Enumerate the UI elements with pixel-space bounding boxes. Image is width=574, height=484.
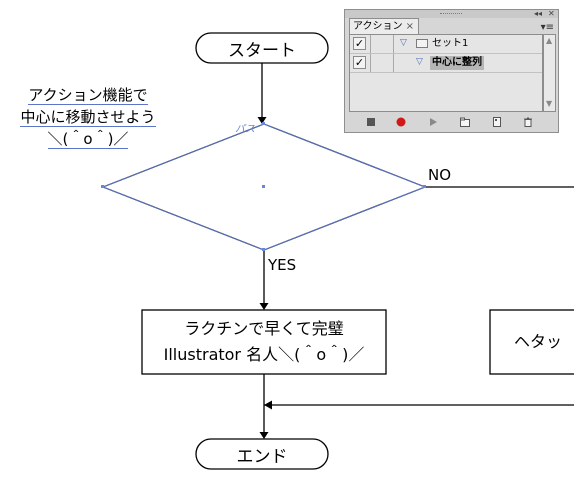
close-panel-icon[interactable]: ✕ xyxy=(548,9,555,18)
start-terminal-label: スタート xyxy=(228,41,296,61)
folder-icon xyxy=(416,39,428,48)
list-item-set[interactable]: ✓ ▽ セット1 xyxy=(350,35,542,54)
arrowhead-process xyxy=(259,303,269,310)
end-terminal-shape[interactable] xyxy=(195,438,329,470)
column-divider xyxy=(393,54,394,72)
column-divider xyxy=(370,35,371,53)
arrowhead-decision xyxy=(257,117,267,124)
yes-branch-label: YES xyxy=(268,256,297,274)
process-left-line1: ラクチンで早くて完璧 xyxy=(184,319,344,338)
column-divider xyxy=(393,35,394,53)
stop-icon[interactable] xyxy=(365,116,377,128)
action-label: 中心に整列 xyxy=(430,56,484,70)
scroll-up-icon[interactable]: ▲ xyxy=(546,36,553,45)
panel-titlebar[interactable]: ◂◂ ✕ xyxy=(345,10,558,18)
process-left-line2: Illustrator 名人＼(＾o＾)／ xyxy=(163,345,365,364)
process-right-text: ヘタッ xyxy=(514,332,563,351)
list-item-action[interactable]: ✓ ▽ 中心に整列 xyxy=(350,54,542,73)
process-box-right[interactable] xyxy=(489,309,574,375)
collapse-icon[interactable]: ◂◂ xyxy=(534,9,543,18)
anchor-point-top[interactable] xyxy=(262,122,265,125)
caption-line1: アクション機能で xyxy=(28,86,148,105)
record-icon[interactable] xyxy=(395,116,407,128)
arrowhead-end xyxy=(259,432,269,439)
arrowhead-merge xyxy=(264,400,272,410)
center-point[interactable] xyxy=(262,185,265,188)
actions-list: ✓ ▽ セット1 ✓ ▽ 中心に整列 xyxy=(349,34,543,112)
anchor-point-left[interactable] xyxy=(101,185,104,188)
new-action-icon[interactable] xyxy=(491,116,503,128)
tab-actions-label: アクション xyxy=(353,21,403,32)
scroll-down-icon[interactable]: ▼ xyxy=(546,99,553,108)
toggle-item-checkbox[interactable]: ✓ xyxy=(353,56,366,69)
process-box-left[interactable] xyxy=(141,309,387,375)
tab-actions[interactable]: アクション × xyxy=(349,18,419,34)
no-branch-label: NO xyxy=(428,166,452,184)
panel-footer xyxy=(345,112,558,132)
toggle-item-checkbox[interactable]: ✓ xyxy=(353,37,366,50)
play-icon[interactable] xyxy=(427,116,439,128)
tab-close-icon[interactable]: × xyxy=(405,21,414,32)
anchor-point-right[interactable] xyxy=(423,185,426,188)
trash-icon[interactable] xyxy=(522,116,534,128)
panel-grip[interactable] xyxy=(440,13,462,16)
actions-panel: ◂◂ ✕ アクション × ▾≡ ✓ ▽ セット1 ✓ ▽ 中心に整列 ▲ ▼ xyxy=(344,9,559,133)
new-set-icon[interactable] xyxy=(459,116,471,128)
end-terminal-label: エンド xyxy=(236,447,288,467)
column-divider xyxy=(370,54,371,72)
caption-line2: 中心に移動させよう xyxy=(20,108,156,127)
panel-menu-icon[interactable]: ▾≡ xyxy=(540,22,554,33)
anchor-point-bottom[interactable] xyxy=(262,248,265,251)
smart-guide-label: パス xyxy=(235,124,255,135)
process-left-text: ラクチンで早くて完璧 Illustrator 名人＼(＾o＾)／ xyxy=(142,316,386,368)
caption-line3: ＼(＾o＾)／ xyxy=(47,130,129,149)
caption-text[interactable]: アクション機能で 中心に移動させよう ＼(＾o＾)／ xyxy=(4,84,172,150)
set-label: セット1 xyxy=(432,38,469,49)
expand-triangle-icon[interactable]: ▽ xyxy=(416,57,423,67)
expand-triangle-icon[interactable]: ▽ xyxy=(400,38,407,48)
list-scrollbar[interactable]: ▲ ▼ xyxy=(543,34,556,112)
